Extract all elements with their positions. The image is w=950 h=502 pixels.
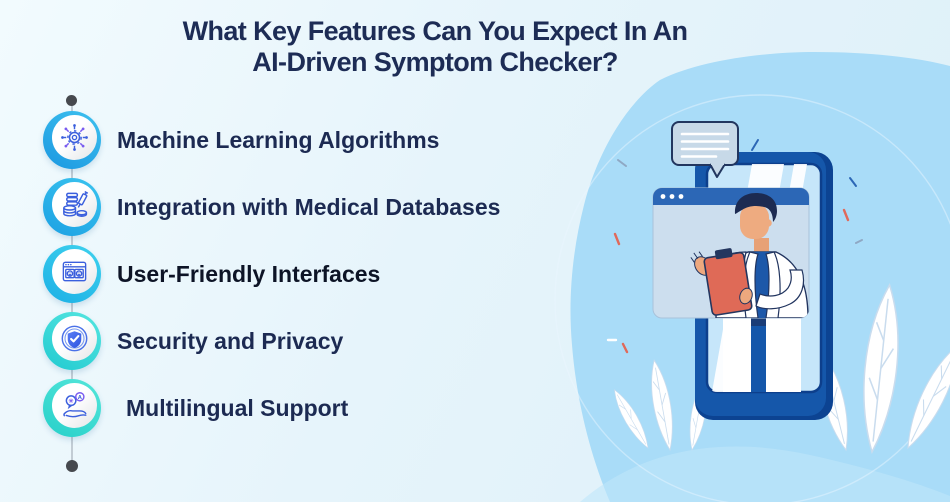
doctor-lower-body — [723, 315, 801, 392]
svg-text:✳: ✳ — [69, 398, 74, 405]
feature-label: Integration with Medical Databases — [117, 193, 501, 220]
medical-database-icon — [63, 191, 89, 217]
feature-item-machine-learning: Machine Learning Algorithms — [43, 111, 500, 169]
feature-item-user-friendly: User-Friendly Interfaces — [43, 245, 500, 303]
timeline-end-dot — [66, 460, 78, 472]
page-title: What Key Features Can You Expect In An A… — [0, 16, 870, 79]
feature-item-medical-databases: Integration with Medical Databases — [43, 178, 500, 236]
feature-item-security: Security and Privacy — [43, 312, 500, 370]
machine-learning-icon — [61, 124, 88, 151]
feature-item-multilingual: ✳ A Multilingual Support — [43, 379, 500, 437]
feature-badge: ✳ A — [43, 379, 101, 437]
svg-text:A: A — [78, 395, 83, 401]
feature-label: Machine Learning Algorithms — [117, 126, 440, 153]
security-shield-icon — [61, 325, 88, 352]
multilingual-icon: ✳ A — [63, 391, 87, 418]
speech-bubble — [671, 121, 739, 178]
title-line-2: AI-Driven Symptom Checker? — [252, 47, 618, 78]
feature-badge — [43, 178, 101, 236]
doctor-phone-illustration — [554, 52, 950, 502]
feature-badge — [43, 245, 101, 303]
feature-list: Machine Learning Algorithms — [43, 111, 500, 446]
doctor-illustration — [690, 193, 809, 318]
feature-label: Multilingual Support — [126, 394, 349, 421]
feature-label: User-Friendly Interfaces — [117, 260, 381, 287]
user-interface-icon — [62, 261, 87, 282]
timeline-start-dot — [66, 95, 77, 106]
feature-label: Security and Privacy — [117, 327, 344, 354]
title-line-1: What Key Features Can You Expect In An — [182, 16, 688, 46]
confetti — [606, 139, 863, 354]
feature-badge — [43, 312, 101, 370]
feature-badge — [43, 111, 101, 169]
doctor-hair — [734, 193, 777, 222]
